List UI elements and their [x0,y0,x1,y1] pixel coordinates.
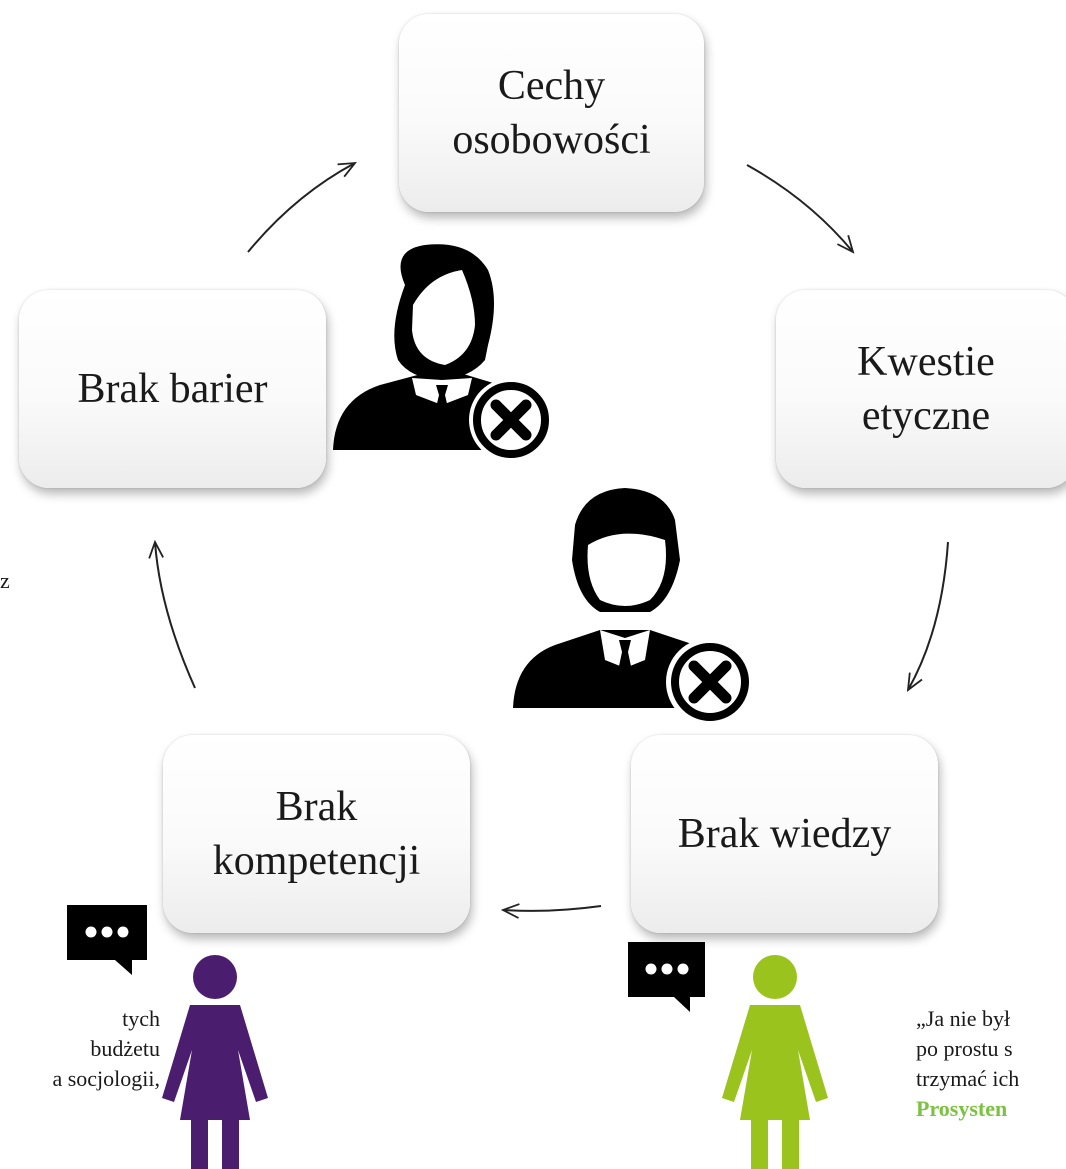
businesswoman-rejected-icon [333,244,553,462]
quote-right-line: trzymać ich [916,1066,1020,1091]
speech-bubble-icon-right [628,942,705,1012]
quote-left-line: tych [122,1006,160,1031]
node-kwestie-line2: etyczne [861,393,991,439]
node-cechy-line1: Cechy [497,63,606,109]
node-kwestie-line1: Kwestie [857,339,995,385]
quote-left: tych budżetu a socjologii, [52,1004,160,1094]
woman-figure-icon-purple [162,955,268,1169]
quote-left-line: budżetu [90,1036,160,1061]
node-brak-kompetencji: Brak kompetencji [163,735,470,933]
margin-glyph: z [0,568,10,593]
quote-right-line: po prostu s [916,1036,1013,1061]
quote-right-line: „Ja nie był [916,1006,1011,1031]
speech-bubble-icon-left [67,905,147,975]
node-kompetencji-line1: Brak [275,784,358,830]
node-barier-line1: Brak barier [77,366,268,412]
node-kwestie-etyczne: Kwestie etyczne [776,290,1066,488]
node-kompetencji-line2: kompetencji [212,838,421,884]
quote-left-line: a socjologii, [52,1066,160,1091]
woman-figure-icon-green [722,955,828,1169]
arrow-kompetencji-to-barier [155,542,196,689]
quote-right-speaker: Prosysten [916,1096,1008,1121]
arrow-cechy-to-kwestie [746,164,853,252]
quote-right: „Ja nie był po prostu s trzymać ich Pros… [916,1004,1019,1124]
businessman-rejected-icon [513,488,754,726]
node-cechy-line2: osobowości [452,117,651,163]
arrow-kwestie-to-wiedzy [908,541,949,690]
node-brak-wiedzy: Brak wiedzy [631,735,938,933]
node-cechy-osobowosci: Cechy osobowości [399,14,704,212]
arrow-wiedzy-to-kompetencji [503,906,602,911]
node-wiedzy-line1: Brak wiedzy [677,811,892,857]
node-brak-barier: Brak barier [19,290,326,488]
arrow-barier-to-cechy [247,163,355,253]
